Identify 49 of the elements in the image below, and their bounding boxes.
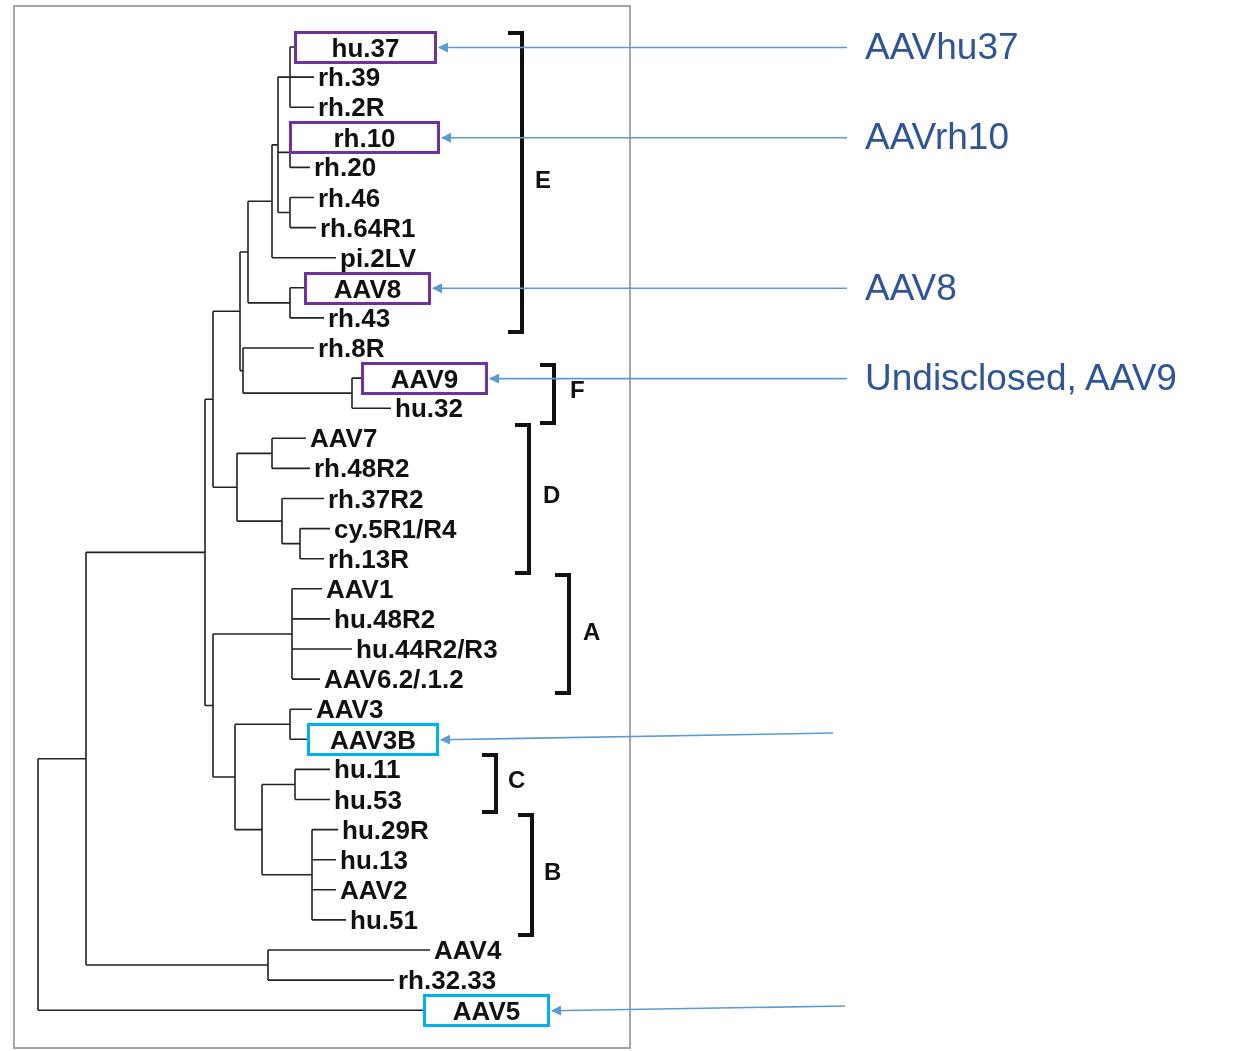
highlighted-taxon-label: rh.10 [289, 121, 440, 155]
clade-letter: D [543, 481, 561, 509]
arrow [441, 132, 848, 143]
taxon-label: hu.29R [342, 814, 429, 845]
highlighted-taxon-label: AAV5 [423, 994, 550, 1028]
taxon-label: rh.32.33 [398, 965, 497, 996]
taxon-label: AAV1 [326, 573, 394, 604]
taxon-label: hu.11 [334, 754, 401, 785]
annotation-text: AAVrh10 [865, 115, 1009, 160]
taxon-label: rh.43 [328, 302, 391, 333]
taxon-label: hu.51 [350, 904, 418, 935]
taxon-label: rh.37R2 [328, 483, 424, 514]
taxon-label: hu.53 [334, 784, 402, 815]
taxon-label: AAV3 [316, 694, 384, 725]
taxon-label: pi.2LV [340, 242, 417, 273]
arrow [438, 42, 848, 53]
taxon-label: hu.32 [395, 393, 463, 424]
taxon-label: AAV4 [434, 935, 502, 965]
taxon-label: rh.48R2 [314, 453, 410, 484]
arrow [432, 283, 848, 294]
arrow [489, 373, 848, 384]
arrow [440, 732, 834, 745]
highlighted-taxon-label: hu.37 [294, 31, 437, 64]
taxon-label: rh.46 [318, 182, 381, 213]
taxon-label: rh.20 [314, 152, 377, 183]
taxon-label: rh.64R1 [320, 212, 416, 243]
highlighted-taxon-label: AAV8 [304, 271, 431, 305]
arrow [551, 1005, 846, 1016]
clade-letter: E [535, 166, 551, 194]
taxon-label: rh.39 [318, 62, 381, 93]
taxon-label: cy.5R1/R4 [334, 513, 457, 544]
clade-letter: A [583, 618, 601, 646]
taxon-label: rh.8R [318, 333, 385, 363]
taxon-label: hu.48R2 [334, 603, 436, 634]
taxon-label: rh.2R [318, 92, 385, 123]
taxon-label: hu.13 [340, 844, 408, 875]
taxon-label: AAV2 [340, 874, 408, 905]
clade-letter: B [544, 858, 562, 886]
taxon-label: hu.44R2/R3 [356, 634, 498, 664]
annotation-text: AAVhu37 [865, 25, 1019, 69]
taxon-label: rh.13R [328, 543, 409, 574]
taxon-label: AAV7 [310, 423, 378, 454]
clade-letter: F [570, 376, 585, 404]
highlighted-taxon-label: AAV9 [361, 362, 488, 396]
annotation-text: Undisclosed, AAV9 [865, 356, 1177, 401]
annotation-text: AAV8 [865, 265, 957, 310]
taxon-label: AAV6.2/.1.2 [324, 664, 464, 695]
clade-letter: C [508, 766, 526, 794]
highlighted-taxon-label: AAV3B [307, 723, 439, 757]
